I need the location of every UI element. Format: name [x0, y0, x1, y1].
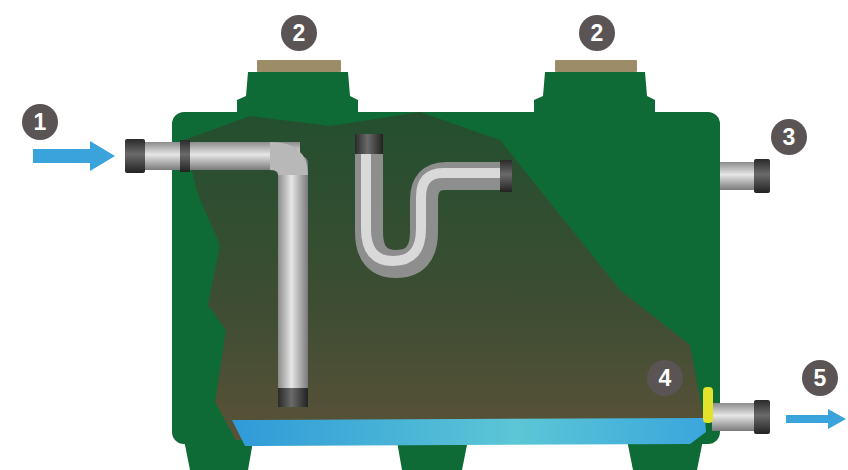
- inflow-arrow: [33, 141, 115, 171]
- callout-discs: [22, 15, 838, 396]
- callout-number: 2: [580, 16, 614, 50]
- callout-number: 2: [282, 16, 316, 50]
- inlet-elbow: [270, 142, 308, 175]
- callout-number: 4: [648, 361, 682, 395]
- water-layer: [232, 418, 706, 446]
- inlet-cap: [125, 139, 145, 173]
- callout-number: 5: [803, 361, 837, 395]
- pipe-cap: [754, 400, 770, 434]
- callout-number: 1: [23, 105, 57, 139]
- outflow-arrow: [786, 409, 846, 429]
- pipe-cap: [500, 160, 512, 192]
- pipe-cap: [754, 159, 770, 193]
- pipe-cap: [355, 134, 383, 154]
- riser-covers: [257, 60, 637, 72]
- outlet-pipe: [712, 403, 756, 431]
- pipe-cap: [278, 388, 308, 407]
- outlet-pipe: [720, 162, 756, 190]
- callout-number: 3: [772, 120, 806, 154]
- crossover-pipe: [369, 150, 505, 264]
- tank-risers: [237, 72, 655, 116]
- outlet-seal: [703, 387, 713, 423]
- inlet-drop-pipe: [278, 156, 308, 395]
- pipe-highlight: [366, 147, 502, 261]
- pipe-coupling: [180, 140, 190, 172]
